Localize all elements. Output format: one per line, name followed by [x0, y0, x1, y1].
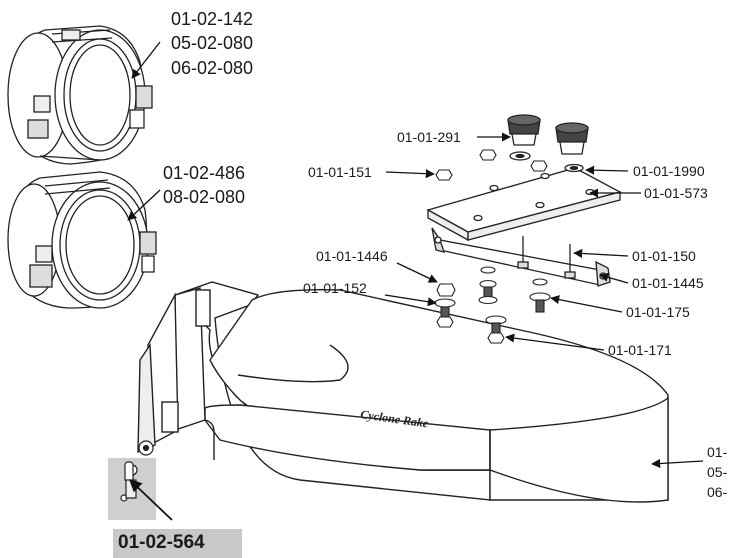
lower-fasteners	[434, 266, 551, 344]
part-label-05-02-080: 05-02-080	[171, 33, 254, 53]
part-label-01-02-142: 01-02-142	[171, 9, 254, 29]
part-label-cut-3: 06-	[707, 484, 728, 500]
highlight-label-box	[113, 529, 242, 558]
part-label-01-01-150: 01-01-150	[632, 248, 696, 264]
hose-adapter-top	[7, 25, 153, 165]
part-label-cut-2: 05-	[707, 464, 728, 480]
part-label-01-01-1445: 01-01-1445	[632, 275, 704, 291]
part-label-01-01-175: 01-01-175	[626, 304, 690, 320]
hose-adapter-bottom	[7, 171, 157, 309]
part-label-01-01-1446: 01-01-1446	[316, 248, 388, 264]
knobs	[507, 114, 589, 173]
part-label-01-02-486: 01-02-486	[163, 163, 246, 183]
part-label-08-02-080: 08-02-080	[163, 187, 246, 207]
leader-lines	[127, 41, 704, 521]
part-label-01-01-573: 01-01-573	[644, 185, 708, 201]
part-label-cut-1: 01-	[707, 444, 728, 460]
part-label-01-01-152: 01-01-152	[303, 280, 367, 296]
part-label-01-01-1990: 01-01-1990	[633, 163, 705, 179]
part-label-01-01-171: 01-01-171	[608, 342, 672, 358]
mount-plate	[426, 167, 622, 287]
part-label-01-01-151: 01-01-151	[308, 164, 372, 180]
intake-housing	[137, 281, 669, 503]
part-label-01-01-291: 01-01-291	[397, 129, 461, 145]
part-label-01-02-564: 01-02-564	[118, 532, 205, 553]
plate-nuts	[435, 149, 548, 181]
part-label-06-02-080: 06-02-080	[171, 58, 254, 78]
